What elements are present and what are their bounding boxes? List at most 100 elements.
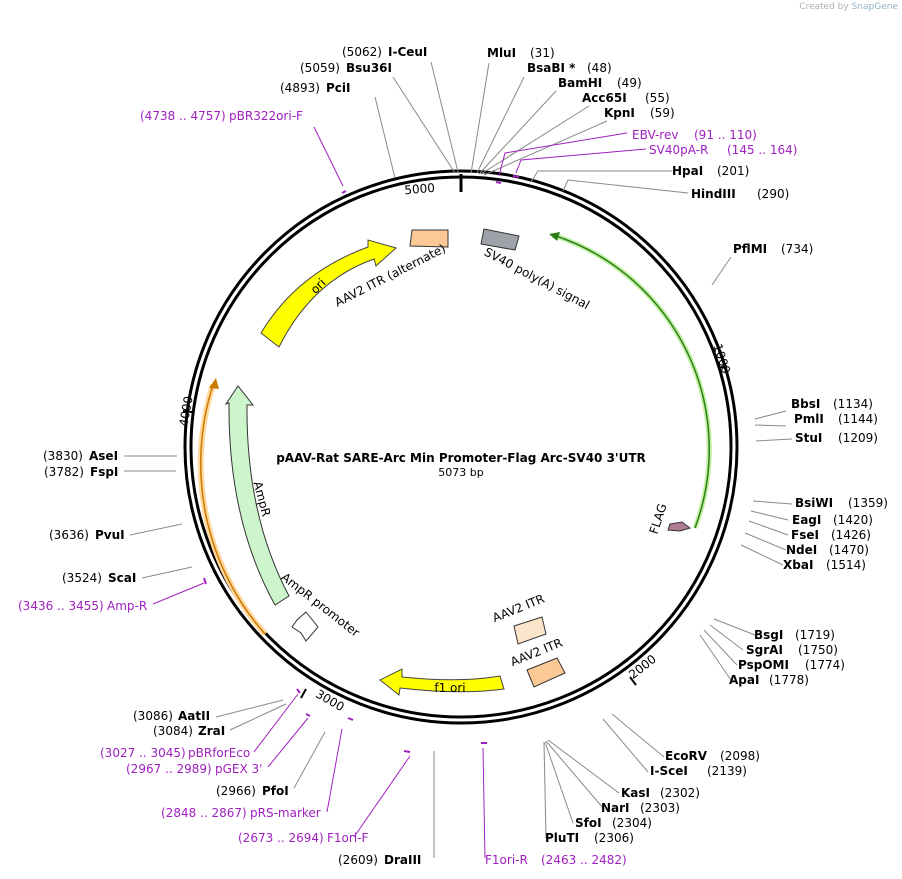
site-ecorv[interactable]: EcoRV (2098) xyxy=(665,749,760,763)
site-name: Acc65I xyxy=(582,91,627,105)
primer-pbrforeco[interactable]: (3027 .. 3045) pBRforEco xyxy=(100,746,250,760)
site-fsei[interactable]: FseI (1426) xyxy=(791,528,871,542)
primer-pgex3[interactable]: (2967 .. 2989) pGEX 3' xyxy=(126,762,262,776)
svg-text:PspOMI: PspOMI xyxy=(738,658,789,672)
site-bamhi[interactable]: BamHI (49) xyxy=(558,76,642,90)
site-pos: (1778) xyxy=(769,673,809,687)
svg-text:(1778): (1778) xyxy=(769,673,809,687)
site-stui[interactable]: StuI (1209) xyxy=(795,431,878,445)
svg-text:(2302): (2302) xyxy=(660,786,700,800)
site-eagi[interactable]: EagI (1420) xyxy=(792,513,873,527)
primer-sv40pa-r[interactable]: SV40pA-R (145 .. 164) xyxy=(649,143,797,157)
site-pluti[interactable]: PluTI (2306) xyxy=(545,831,634,845)
site-hindiii[interactable]: HindIII (290) xyxy=(691,187,789,201)
site-draiii[interactable]: (2609) DraIII xyxy=(338,853,421,867)
svg-text:DraIII: DraIII xyxy=(384,853,421,867)
site-pspomi[interactable]: PspOMI (1774) xyxy=(738,658,845,672)
site-pos: (1470) xyxy=(829,543,869,557)
site-kasi[interactable]: KasI (2302) xyxy=(621,786,700,800)
site-bsiwi[interactable]: BsiWI (1359) xyxy=(795,496,888,510)
site-xbai[interactable]: XbaI (1514) xyxy=(783,558,866,572)
svg-text:XbaI: XbaI xyxy=(783,558,813,572)
site-scai[interactable]: (3524) ScaI xyxy=(62,571,136,585)
feature-label: AmpR promoter xyxy=(279,570,363,640)
site-sgrai[interactable]: SgrAI (1750) xyxy=(746,643,838,657)
site-pfoi[interactable]: (2966) PfoI xyxy=(216,784,289,798)
primer-pbr322ori-f[interactable]: (4738 .. 4757) pBR322ori-F xyxy=(140,109,303,123)
svg-text:BsiWI: BsiWI xyxy=(795,496,833,510)
site-fspi[interactable]: (3782) FspI xyxy=(44,465,118,479)
site-name: FspI xyxy=(90,465,118,479)
site-name: BsaBI * xyxy=(527,61,576,75)
svg-text:(2139): (2139) xyxy=(707,764,747,778)
primer-name: F1ori-R xyxy=(485,853,528,867)
site-aatii[interactable]: (3086) AatII xyxy=(133,709,210,723)
site-bbsi[interactable]: BbsI (1134) xyxy=(791,397,873,411)
site-asei[interactable]: (3830) AseI xyxy=(43,449,118,463)
svg-text:(4893): (4893) xyxy=(280,81,320,95)
primer-prs-marker[interactable]: (2848 .. 2867) pRS-marker xyxy=(161,806,321,820)
site-pflmi[interactable]: PflMI (734) xyxy=(733,242,813,256)
site-bsgi[interactable]: BsgI (1719) xyxy=(754,628,835,642)
site-name: DraIII xyxy=(384,853,421,867)
svg-text:ZraI: ZraI xyxy=(198,724,225,738)
site-bsabi[interactable]: BsaBI * (48) xyxy=(527,61,612,75)
feature-ampr-promoter[interactable]: AmpR promoter xyxy=(279,570,363,642)
svg-text:ScaI: ScaI xyxy=(108,571,136,585)
svg-text:PfoI: PfoI xyxy=(262,784,289,798)
site-pos: (290) xyxy=(757,187,789,201)
site-zrai[interactable]: (3084) ZraI xyxy=(153,724,225,738)
site-pmli[interactable]: PmlI (1144) xyxy=(794,412,878,426)
primer-name: pGEX 3' xyxy=(215,762,262,776)
primer-amp-r[interactable]: (3436 .. 3455) Amp-R xyxy=(18,599,147,613)
site-pos: (5062) xyxy=(342,45,382,59)
svg-text:PmlI: PmlI xyxy=(794,412,824,426)
site-nari[interactable]: NarI (2303) xyxy=(601,801,680,815)
site-pos: (1719) xyxy=(795,628,835,642)
site-mlui[interactable]: MluI (31) xyxy=(487,46,555,60)
site-i-scei[interactable]: I-SceI (2139) xyxy=(650,764,747,778)
primer-leaders xyxy=(152,126,647,859)
site-pos: (2304) xyxy=(612,816,652,830)
primer-ebv-rev[interactable]: EBV-rev (91 .. 110) xyxy=(632,128,757,142)
site-acc65i[interactable]: Acc65I (55) xyxy=(582,91,670,105)
feature-aav2-itr[interactable]: AAV2 ITR xyxy=(508,636,566,688)
site-pos: (2966) xyxy=(216,784,256,798)
feature-ori[interactable]: ori xyxy=(260,239,398,348)
site-name: BbsI xyxy=(791,397,820,411)
site-name: SfoI xyxy=(575,816,602,830)
site-pvui[interactable]: (3636) PvuI xyxy=(49,528,125,542)
svg-text:PciI: PciI xyxy=(326,81,351,95)
primer-f1ori-f[interactable]: (2673 .. 2694) F1ori-F xyxy=(238,831,368,845)
snapgene-credit: Created by SnapGene xyxy=(799,2,898,12)
site-kpni[interactable]: KpnI (59) xyxy=(604,106,675,120)
site-pos: (4893) xyxy=(280,81,320,95)
feature-amp-arc[interactable] xyxy=(197,378,268,636)
site-apai[interactable]: ApaI (1778) xyxy=(729,673,809,687)
site-i-ceui[interactable]: (5062) I-CeuI xyxy=(342,45,427,59)
site-hpai[interactable]: HpaI (201) xyxy=(672,164,749,178)
svg-text:(1750): (1750) xyxy=(798,643,838,657)
primer-f1ori-r[interactable]: F1ori-R (2463 .. 2482) xyxy=(485,853,627,867)
site-pcii[interactable]: (4893) PciI xyxy=(280,81,351,95)
svg-text:(2967 .. 2989): (2967 .. 2989) xyxy=(126,762,212,776)
site-pos: (48) xyxy=(587,61,612,75)
feature-aav2-itr-light[interactable]: AAV2 ITR xyxy=(490,592,547,645)
svg-text:(2673 .. 2694): (2673 .. 2694) xyxy=(238,831,324,845)
site-name: NarI xyxy=(601,801,630,815)
plasmid-name: pAAV-Rat SARE-Arc Min Promoter-Flag Arc-… xyxy=(276,451,646,465)
site-sfoi[interactable]: SfoI (2304) xyxy=(575,816,652,830)
site-name: XbaI xyxy=(783,558,813,572)
feature-flag-arc[interactable] xyxy=(549,232,712,529)
site-pos: (1144) xyxy=(838,412,878,426)
svg-text:(145 .. 164): (145 .. 164) xyxy=(727,143,797,157)
feature-flag[interactable]: FLAG xyxy=(647,502,692,536)
site-ndei[interactable]: NdeI (1470) xyxy=(786,543,869,557)
site-name: KpnI xyxy=(604,106,635,120)
svg-text:F1ori-F: F1ori-F xyxy=(327,831,368,845)
site-bsu36i[interactable]: (5059) Bsu36I xyxy=(300,61,392,75)
site-pos: (3830) xyxy=(43,449,83,463)
site-pos: (1209) xyxy=(838,431,878,445)
feature-f1-ori[interactable]: f1 ori xyxy=(379,668,505,696)
feature-ampr[interactable]: AmpR xyxy=(224,385,290,606)
